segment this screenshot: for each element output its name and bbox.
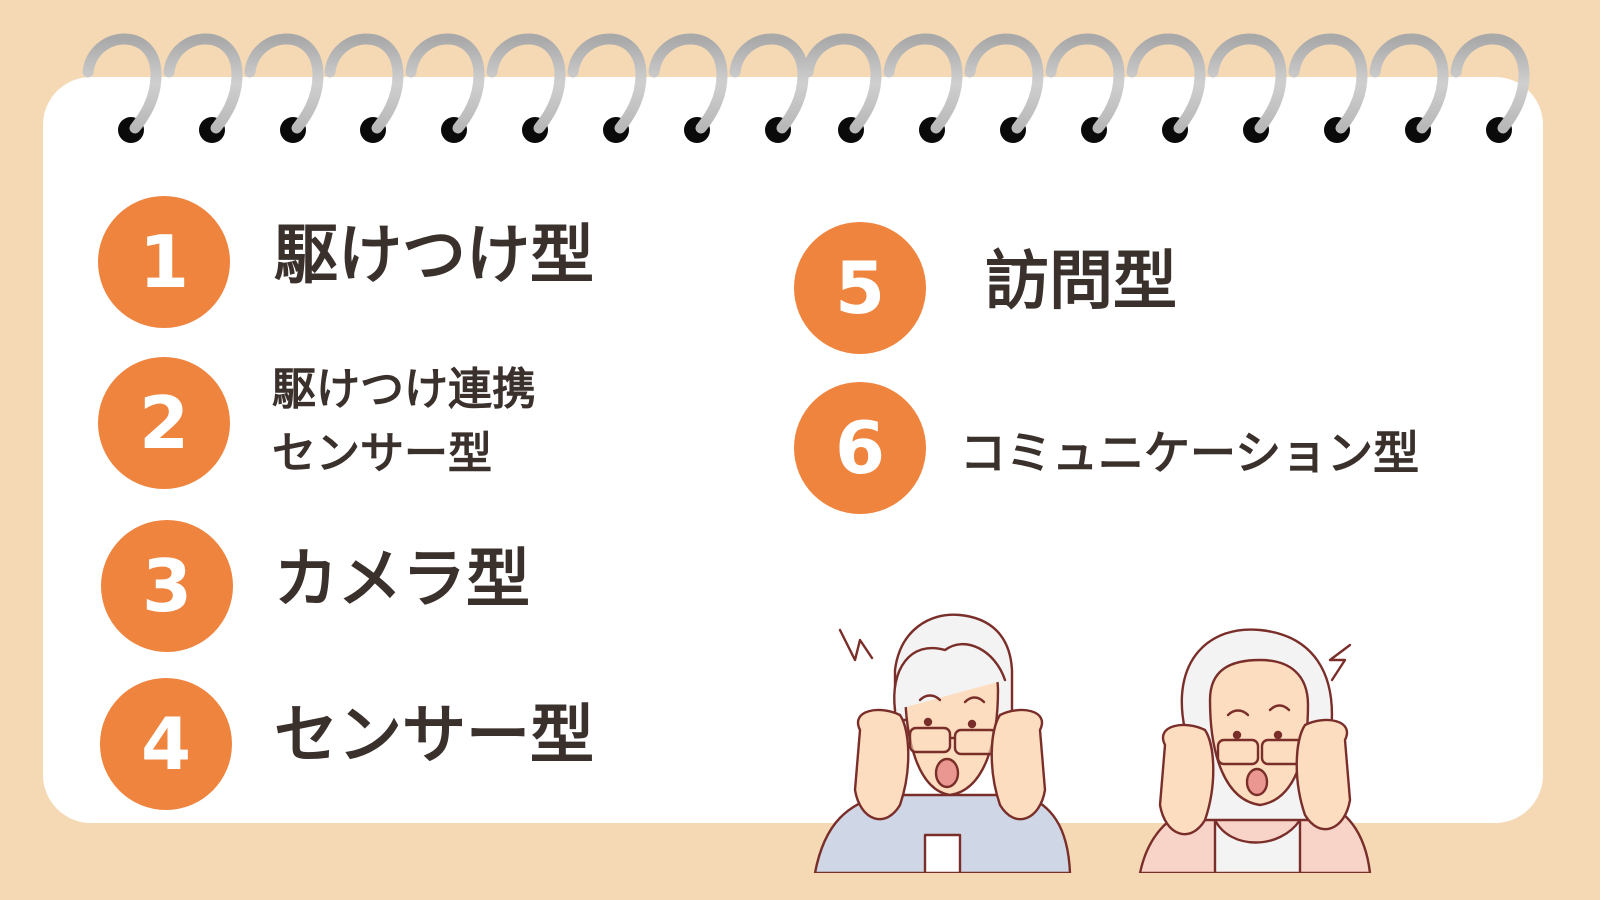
number-1: 1 <box>138 220 190 304</box>
number-badge-4: 4 <box>100 678 232 810</box>
item-label-2-line2: センサー型 <box>272 428 492 479</box>
item-label-3: カメラ型 <box>274 543 530 617</box>
number-badge-6: 6 <box>794 382 926 514</box>
item-label-2-line1: 駆けつけ連携 <box>272 364 536 415</box>
number-4: 4 <box>140 702 192 786</box>
number-badge-2: 2 <box>98 357 230 489</box>
number-5: 5 <box>834 246 886 330</box>
item-label-1: 駆けつけ型 <box>274 219 594 293</box>
item-label-6: コミュニケーション型 <box>960 426 1420 480</box>
number-6: 6 <box>834 406 886 490</box>
number-badge-3: 3 <box>101 520 233 652</box>
surprised-elderly-couple-illustration <box>813 613 1372 873</box>
item-label-2: 駆けつけ連携 センサー型 <box>272 358 536 486</box>
number-badge-1: 1 <box>98 196 230 328</box>
surprised-elderly-woman-icon <box>1138 628 1372 873</box>
item-label-5: 訪問型 <box>985 245 1177 319</box>
number-badge-5: 5 <box>794 222 926 354</box>
number-2: 2 <box>138 381 190 465</box>
surprised-elderly-man-icon <box>813 613 1072 873</box>
item-label-4: センサー型 <box>274 699 594 773</box>
number-3: 3 <box>141 544 193 628</box>
